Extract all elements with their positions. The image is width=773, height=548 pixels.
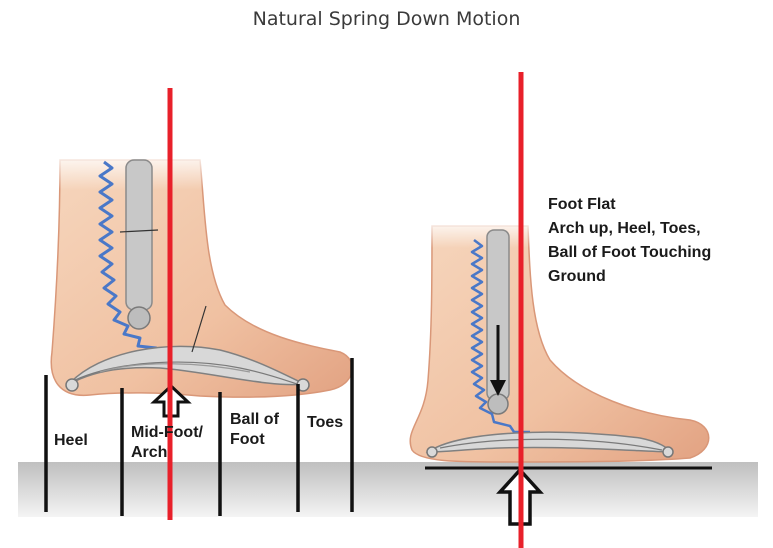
right-achilles-spring	[470, 239, 530, 434]
note-line-3: Ball of Foot Touching	[548, 244, 712, 261]
ground	[18, 462, 758, 517]
foot-flat-note: Foot Flat Arch up, Heel, Toes, Ball of F…	[548, 193, 711, 289]
right-ankle-joint	[487, 393, 509, 415]
right-down-arrow-head	[490, 380, 506, 396]
label-midfoot-line2: Arch	[131, 444, 168, 461]
right-heel-joint	[426, 446, 438, 458]
left-foot	[50, 150, 354, 398]
label-ball-line1: Ball of	[230, 411, 279, 428]
note-line-4: Ground	[548, 268, 606, 285]
diagram-title: Natural Spring Down Motion	[252, 8, 521, 30]
left-achilles-spring	[98, 160, 201, 362]
zone-dividers	[44, 358, 354, 516]
label-midfoot: Mid-Foot/ Arch	[131, 423, 203, 463]
note-line-2: Arch up, Heel, Toes,	[548, 220, 701, 237]
note-line-1: Foot Flat	[548, 196, 616, 213]
label-heel: Heel	[54, 432, 88, 449]
left-tibia-rod	[125, 159, 153, 311]
left-heel-joint	[65, 378, 79, 392]
label-midfoot-line1: Mid-Foot/	[131, 424, 203, 441]
left-ankle-joint	[127, 306, 151, 330]
right-toe-joint	[662, 446, 674, 458]
label-toes: Toes	[307, 414, 344, 431]
right-foot	[409, 218, 710, 463]
label-ball-of-foot: Ball of Foot	[230, 410, 279, 450]
label-ball-line2: Foot	[230, 431, 265, 448]
